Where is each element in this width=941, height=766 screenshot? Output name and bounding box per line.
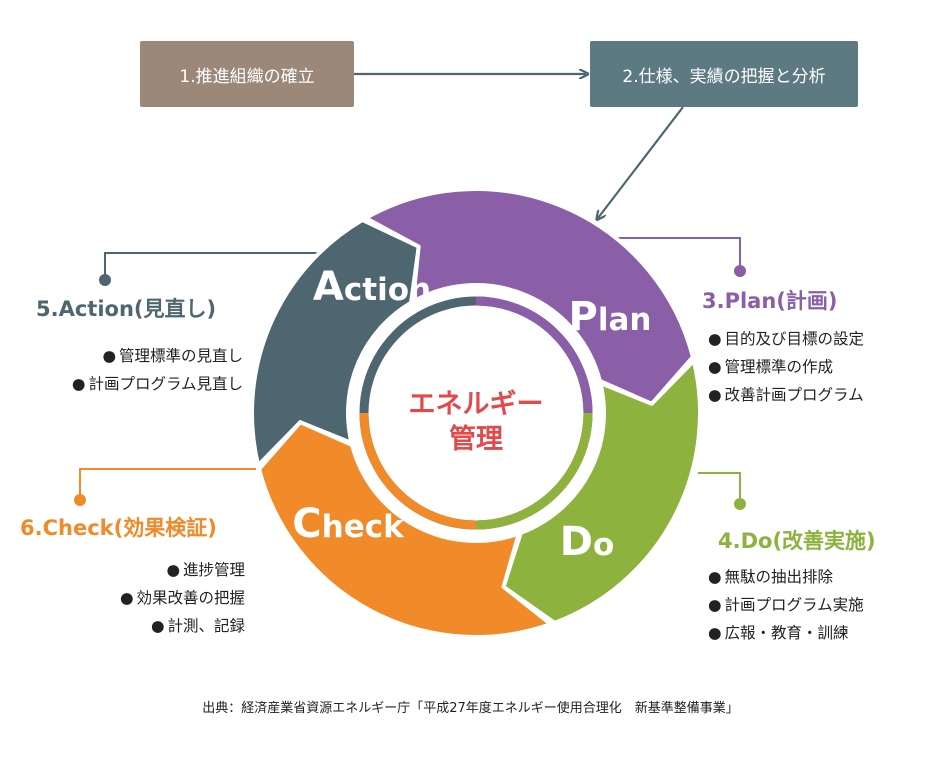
flow-arrow-2-to-cycle (598, 106, 684, 218)
step2-box: 2.仕様、実績の把握と分析 (590, 41, 858, 107)
action-title: 5.Action(見直し) (36, 297, 217, 321)
connector-plan (612, 237, 746, 277)
plan-list: 目的及び目標の設定 管理標準の作成 改善計画プログラム (708, 325, 865, 409)
list-item: 効果改善の把握 (120, 584, 245, 612)
list-item: 計画プログラム見直し (72, 370, 243, 398)
do-list: 無駄の抽出排除 計画プログラム実施 広報・教育・訓練 (708, 563, 864, 647)
inner-ring-bottom-right (475, 412, 593, 530)
check-title: 6.Check(効果検証) (20, 516, 217, 540)
connector-do (698, 472, 746, 510)
segment-plan (363, 187, 695, 406)
list-item: 広報・教育・訓練 (708, 619, 864, 647)
check-list: 進捗管理 効果改善の把握 計測、記録 (120, 556, 245, 640)
list-item: 目的及び目標の設定 (708, 325, 865, 353)
action-list: 管理標準の見直し 計画プログラム見直し (72, 342, 243, 398)
segment-action (250, 217, 421, 468)
center-label-line1: エネルギー (409, 389, 544, 420)
segment-label-do: Do (560, 519, 615, 565)
segment-label-plan: Plan (569, 294, 652, 340)
list-item: 計測、記録 (120, 612, 245, 640)
step1-label: 1.推進組織の確立 (179, 66, 315, 87)
list-item: 進捗管理 (120, 556, 245, 584)
step2-label: 2.仕様、実績の把握と分析 (622, 66, 826, 87)
list-item: 計画プログラム実施 (708, 591, 864, 619)
list-item: 管理標準の見直し (72, 342, 243, 370)
list-item: 管理標準の作成 (708, 353, 864, 381)
inner-circle (372, 309, 580, 517)
segment-label-check: Check (292, 501, 405, 547)
segment-check (257, 420, 553, 639)
connector-action (99, 252, 320, 286)
inner-ring-top-right (475, 296, 593, 414)
plan-title: 3.Plan(計画) (702, 289, 838, 313)
step1-box: 1.推進組織の確立 (140, 41, 354, 107)
segment-do (501, 358, 702, 625)
segment-label-action: Action (313, 264, 431, 310)
connector-check (74, 468, 256, 506)
do-title: 4.Do(改善実施) (718, 529, 876, 553)
center-label-line2: 管理 (449, 424, 503, 455)
list-item: 無駄の抽出排除 (708, 563, 864, 591)
source-note: 出典：経済産業省資源エネルギー庁「平成27年度エネルギー使用合理化 新基準整備事… (202, 701, 739, 716)
list-item: 改善計画プログラム (708, 381, 864, 409)
